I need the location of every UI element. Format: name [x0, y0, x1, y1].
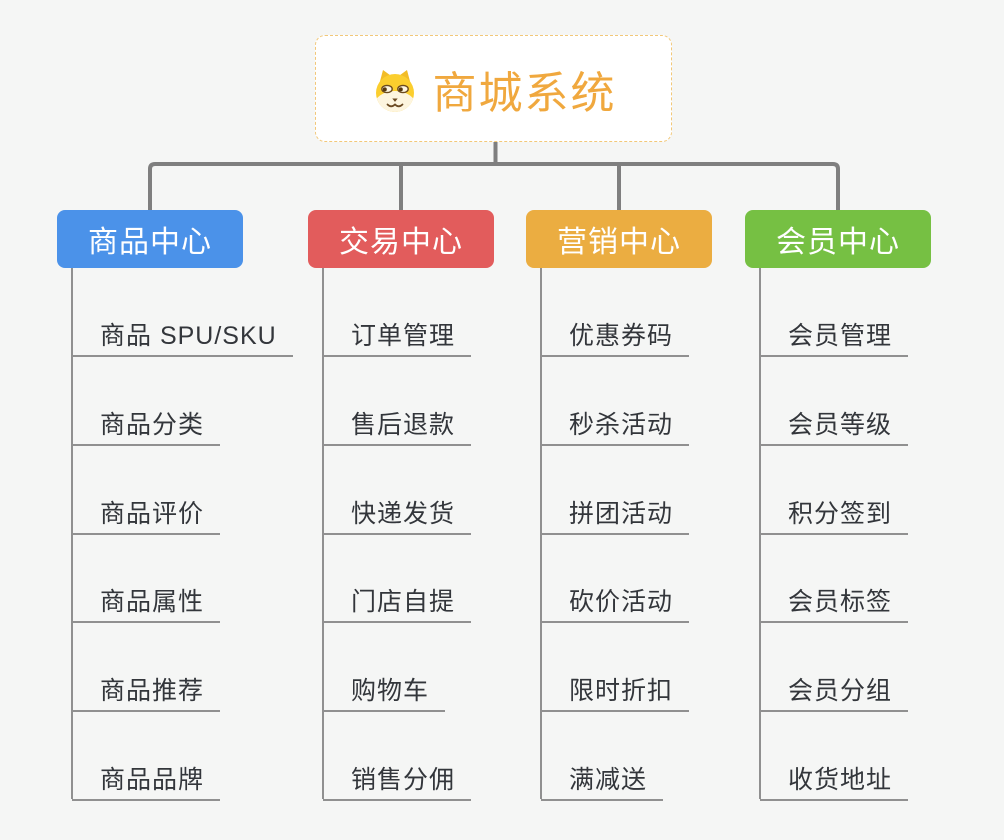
branch-node[interactable]: 交易中心 [308, 210, 494, 268]
child-topic[interactable]: 优惠券码 [541, 313, 690, 357]
child-topic[interactable]: 快递发货 [323, 491, 472, 535]
child-topic[interactable]: 商品评价 [72, 491, 221, 535]
child-topic[interactable]: 订单管理 [323, 313, 472, 357]
child-topic[interactable]: 积分签到 [760, 491, 909, 535]
child-topic[interactable]: 商品品牌 [72, 757, 221, 801]
child-topic[interactable]: 商品属性 [72, 579, 221, 624]
child-topic[interactable]: 会员标签 [760, 579, 909, 624]
child-topic[interactable]: 收货地址 [760, 757, 909, 801]
child-topic[interactable]: 购物车 [323, 668, 446, 713]
child-topic[interactable]: 满减送 [541, 757, 664, 801]
branch-node[interactable]: 商品中心 [57, 210, 243, 268]
child-topic[interactable]: 门店自提 [323, 579, 472, 624]
child-topic[interactable]: 售后退款 [323, 402, 472, 446]
child-topic[interactable]: 销售分佣 [323, 757, 472, 801]
child-topic[interactable]: 会员分组 [760, 668, 909, 713]
child-topic[interactable]: 商品分类 [72, 402, 221, 446]
branch-label: 会员中心 [776, 226, 900, 259]
child-topic[interactable]: 商品推荐 [72, 668, 221, 713]
shiba-dog-icon [371, 66, 419, 114]
branch-label: 营销中心 [557, 226, 681, 259]
branch-bus-line [148, 162, 840, 212]
branch-label: 交易中心 [339, 226, 463, 259]
child-topic[interactable]: 会员管理 [760, 313, 909, 357]
branch-node[interactable]: 会员中心 [745, 210, 931, 268]
child-topic[interactable]: 秒杀活动 [541, 402, 690, 446]
child-topic[interactable]: 限时折扣 [541, 668, 690, 713]
child-topic[interactable]: 商品 SPU/SKU [72, 313, 293, 357]
child-topic[interactable]: 拼团活动 [541, 491, 690, 535]
child-topic[interactable]: 会员等级 [760, 402, 909, 446]
root-node[interactable]: 商城系统 [315, 35, 672, 142]
branch-node[interactable]: 营销中心 [526, 210, 712, 268]
root-title: 商城系统 [432, 68, 617, 118]
branch-label: 商品中心 [88, 226, 212, 259]
child-topic[interactable]: 砍价活动 [541, 579, 690, 624]
